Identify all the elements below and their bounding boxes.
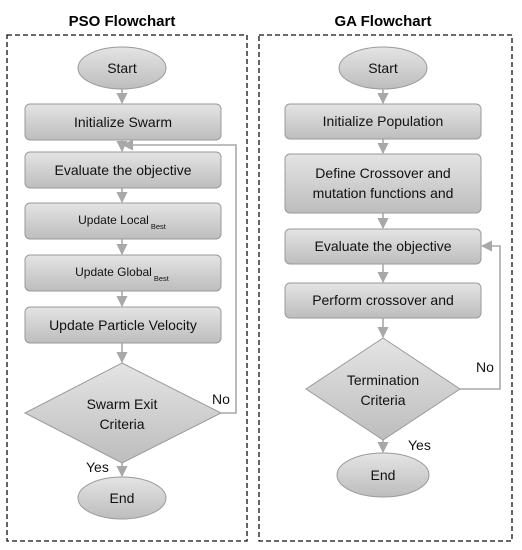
pso-decision-node [23,362,223,464]
pso-update-global-sub: Best [154,274,170,283]
pso-update-global-label: Update Global [75,265,152,279]
pso-update-local-node [24,202,222,240]
ga-panel-border [258,34,513,542]
pso-end-node [77,476,167,520]
ga-start-label: Start [368,60,398,76]
pso-end-label: End [110,490,135,506]
pso-update-local-label: Update Local [78,213,149,227]
ga-define-label-line2: mutation functions and [313,185,454,201]
ga-evaluate-label: Evaluate the objective [315,238,452,254]
pso-evaluate-node [24,151,222,189]
ga-decision-label-line2: Criteria [360,392,405,408]
pso-update-velocity-label: Update Particle Velocity [49,317,197,333]
pso-decision-label-line1: Swarm Exit [87,396,158,412]
ga-end-node [336,452,430,498]
pso-yes-label: Yes [86,459,109,475]
pso-init-label: Initialize Swarm [74,114,172,130]
pso-update-global-node [24,254,222,292]
ga-perform-label: Perform crossover and [312,292,454,308]
pso-start-label: Start [107,60,137,76]
ga-yes-label: Yes [408,437,431,453]
pso-update-velocity-node [24,306,222,344]
ga-panel: GA Flowchart Start Initialize Population… [258,13,513,542]
pso-decision-label-line2: Criteria [99,416,144,432]
pso-evaluate-label: Evaluate the objective [55,162,192,178]
ga-title: GA Flowchart [335,13,432,30]
ga-end-label: End [371,467,396,483]
ga-arrow-no-loop [460,240,501,390]
pso-no-label: No [212,391,230,407]
ga-decision-node [305,337,461,441]
pso-panel: PSO Flowchart Start Initialize Swarm Eva… [6,13,248,542]
pso-panel-border [6,34,248,542]
pso-update-local-sub: Best [151,222,167,231]
ga-decision-label-line1: Termination [347,372,419,388]
ga-define-node [284,153,482,214]
ga-init-label: Initialize Population [323,113,444,129]
pso-title: PSO Flowchart [69,13,176,30]
ga-no-label: No [476,359,494,375]
ga-define-label-line1: Define Crossover and [315,165,450,181]
pso-arrow-no-loop [121,139,237,414]
